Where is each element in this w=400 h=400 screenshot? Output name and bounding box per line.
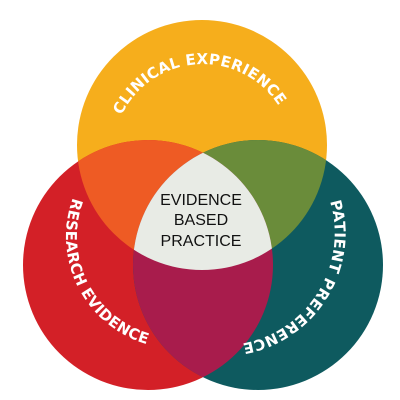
center-line-2: BASED — [174, 212, 228, 229]
center-line-3: PRACTICE — [161, 233, 242, 250]
center-line-1: EVIDENCE — [160, 192, 242, 209]
